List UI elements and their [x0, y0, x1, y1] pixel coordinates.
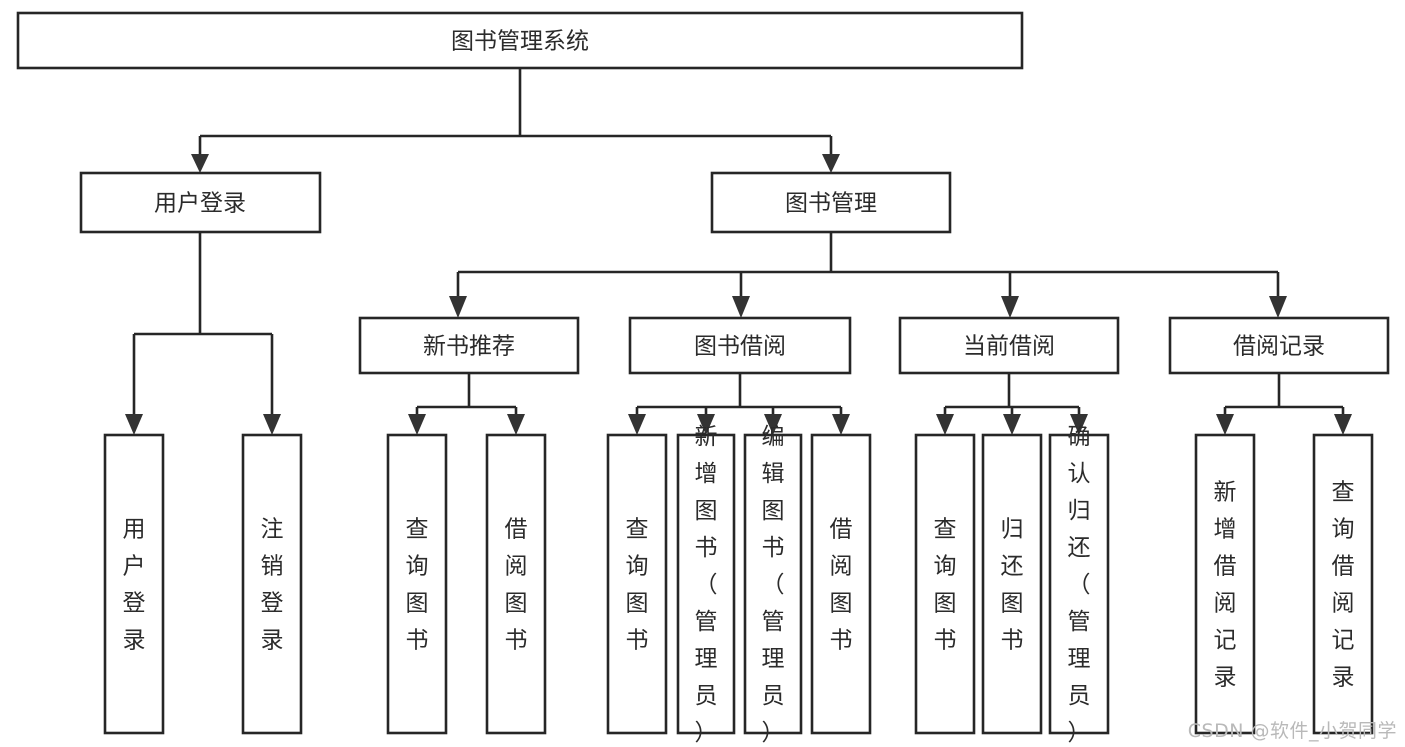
node-root[interactable]: 图书管理系统	[16, 11, 1024, 70]
node-leaf-query-book-rec-label: 查询图书	[406, 517, 429, 654]
node-leaf-add-borrow-record[interactable]: 新增借阅记录	[1194, 433, 1256, 735]
node-leaf-add-book-admin-label: 新增图书（管理员）	[695, 424, 718, 746]
arrow-head-new-book-rec	[449, 296, 467, 318]
node-leaf-logout-box[interactable]	[241, 433, 303, 735]
node-leaf-query-borrow-record[interactable]: 查询借阅记录	[1312, 433, 1374, 735]
node-book-borrow-box[interactable]	[628, 316, 852, 375]
node-leaf-query-book-borrow-label: 查询图书	[626, 517, 649, 654]
node-borrow-record-box[interactable]	[1168, 316, 1390, 375]
node-leaf-borrow-book-rec-box[interactable]	[485, 433, 547, 735]
node-user-login[interactable]: 用户登录	[79, 171, 322, 234]
node-leaf-edit-book-admin-box[interactable]	[743, 433, 803, 735]
arrow-head-leaf-logout	[263, 414, 281, 435]
node-leaf-query-borrow-record-box[interactable]	[1312, 433, 1374, 735]
arrow-head-leaf-query-borrow-record	[1334, 414, 1352, 435]
node-leaf-query-book-cur-box[interactable]	[914, 433, 976, 735]
node-leaf-borrow-book-label: 借阅图书	[830, 517, 853, 654]
arrow-head-book-borrow	[732, 296, 750, 318]
node-leaf-query-book-cur[interactable]: 查询图书	[914, 433, 976, 735]
node-leaf-query-book-rec[interactable]: 查询图书	[386, 433, 448, 735]
node-book-manage-label: 图书管理	[785, 191, 877, 217]
arrow-head-user-login	[191, 154, 209, 173]
node-book-manage[interactable]: 图书管理	[710, 171, 952, 234]
node-leaf-borrow-book-box[interactable]	[810, 433, 872, 735]
node-leaf-borrow-book-rec[interactable]: 借阅图书	[485, 433, 547, 735]
node-leaf-logout-label: 注销登录	[261, 517, 284, 654]
node-leaf-user-login[interactable]: 用户登录	[103, 433, 165, 735]
arrow-head-leaf-user-login	[125, 414, 143, 435]
node-leaf-edit-book-admin[interactable]: 编辑图书（管理员）	[743, 424, 803, 746]
node-new-book-recommend[interactable]: 新书推荐	[358, 316, 580, 375]
node-book-manage-box[interactable]	[710, 171, 952, 234]
node-user-login-box[interactable]	[79, 171, 322, 234]
arrow-head-leaf-query-book-borrow	[628, 414, 646, 435]
node-book-borrow[interactable]: 图书借阅	[628, 316, 852, 375]
node-leaf-user-login-label: 用户登录	[123, 517, 146, 654]
arrow-head-leaf-add-borrow-record	[1216, 414, 1234, 435]
connector-layer	[125, 68, 1352, 435]
node-leaf-query-book-borrow[interactable]: 查询图书	[606, 433, 668, 735]
node-borrow-record-label: 借阅记录	[1233, 334, 1325, 360]
node-leaf-query-book-cur-label: 查询图书	[934, 517, 957, 654]
node-current-borrow-label: 当前借阅	[963, 334, 1055, 360]
arrow-head-leaf-borrow-book	[832, 414, 850, 435]
arrow-head-book-manage	[822, 154, 840, 173]
node-leaf-return-book-label: 归还图书	[1001, 517, 1024, 654]
arrow-head-leaf-query-book-rec	[408, 414, 426, 435]
node-leaf-user-login-box[interactable]	[103, 433, 165, 735]
arrow-head-leaf-query-book-cur	[936, 414, 954, 435]
node-leaf-query-book-borrow-box[interactable]	[606, 433, 668, 735]
node-leaf-add-book-admin-box[interactable]	[676, 433, 736, 735]
csdn-watermark: CSDN @软件_小贺同学	[1187, 720, 1397, 742]
node-user-login-label: 用户登录	[154, 191, 246, 217]
node-leaf-query-book-rec-box[interactable]	[386, 433, 448, 735]
node-leaf-add-borrow-record-box[interactable]	[1194, 433, 1256, 735]
arrow-head-leaf-add-book-admin	[697, 414, 715, 435]
node-leaf-add-book-admin[interactable]: 新增图书（管理员）	[676, 424, 736, 746]
node-new-book-recommend-label: 新书推荐	[423, 334, 515, 360]
node-leaf-confirm-return-admin-box[interactable]	[1048, 433, 1110, 735]
node-leaf-return-book-box[interactable]	[981, 433, 1043, 735]
node-current-borrow[interactable]: 当前借阅	[898, 316, 1120, 375]
arrow-head-leaf-borrow-book-rec	[507, 414, 525, 435]
node-leaf-confirm-return-admin[interactable]: 确认归还（管理员）	[1048, 424, 1110, 746]
node-borrow-record[interactable]: 借阅记录	[1168, 316, 1390, 375]
node-leaf-return-book[interactable]: 归还图书	[981, 433, 1043, 735]
node-book-borrow-label: 图书借阅	[694, 334, 786, 360]
arrow-head-leaf-edit-book-admin	[764, 414, 782, 435]
leaf-node-layer: 用户登录 注销登录 查询图书 借阅图书 查询图书 新增图书（管理员） 编辑图书（管理员） 借阅…	[103, 424, 1374, 746]
arrow-head-current-borrow	[1001, 296, 1019, 318]
node-leaf-query-borrow-record-label: 查询借阅记录	[1332, 480, 1355, 691]
node-root-label: 图书管理系统	[451, 29, 589, 55]
node-leaf-add-borrow-record-label: 新增借阅记录	[1214, 480, 1237, 691]
arrow-head-borrow-record	[1269, 296, 1287, 318]
node-root-box[interactable]	[16, 11, 1024, 70]
node-current-borrow-box[interactable]	[898, 316, 1120, 375]
node-leaf-borrow-book-rec-label: 借阅图书	[505, 517, 528, 654]
arrow-head-leaf-return-book	[1003, 414, 1021, 435]
node-leaf-edit-book-admin-label: 编辑图书（管理员）	[762, 424, 785, 746]
node-leaf-confirm-return-admin-label: 确认归还（管理员）	[1068, 424, 1091, 746]
node-leaf-logout[interactable]: 注销登录	[241, 433, 303, 735]
node-leaf-borrow-book[interactable]: 借阅图书	[810, 433, 872, 735]
arrow-head-leaf-confirm-return-admin	[1070, 414, 1088, 435]
node-new-book-recommend-box[interactable]	[358, 316, 580, 375]
